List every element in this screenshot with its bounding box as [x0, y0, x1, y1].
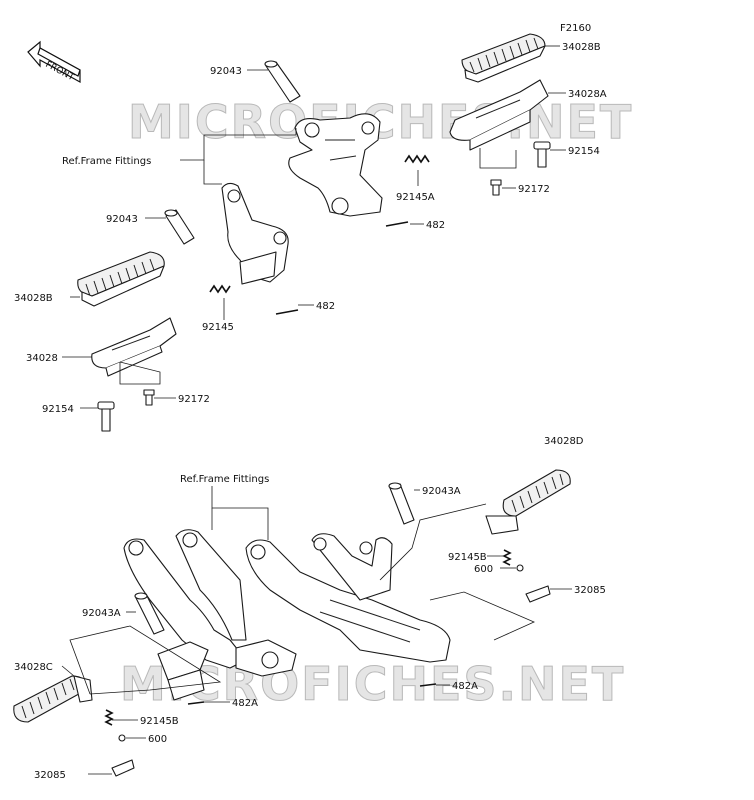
label-ref-frame-bottom: Ref.Frame Fittings — [180, 474, 269, 485]
pin-482A-left — [187, 701, 205, 705]
bolt-92172-tr — [490, 179, 502, 196]
pin-482A-right — [419, 683, 437, 687]
label-92043-mid: 92043 — [106, 214, 138, 225]
footpeg-bracket-34028 — [91, 317, 177, 377]
pin-482-mid — [275, 309, 299, 315]
pivot-mount-bottom — [235, 639, 297, 677]
label-34028C: 34028C — [14, 662, 53, 673]
footpeg-bracket-mid — [221, 182, 289, 285]
label-ref-frame-top: Ref.Frame Fittings — [62, 156, 151, 167]
label-482-top: 482 — [426, 220, 445, 231]
label-92154-left: 92154 — [42, 404, 74, 415]
label-92145B-left: 92145B — [140, 716, 179, 727]
pin-92043A-right — [388, 482, 415, 525]
diagram-id: F2160 — [560, 23, 591, 34]
label-92043-top: 92043 — [210, 66, 242, 77]
label-600-left: 600 — [148, 734, 167, 745]
bolt-92154-left — [97, 401, 115, 432]
front-arrow-icon: FRONT — [27, 40, 81, 83]
footpeg-rubber-34028B-top — [461, 33, 546, 83]
label-92172-left: 92172 — [178, 394, 210, 405]
bolt-92154-tr — [533, 141, 551, 168]
leader-lines — [61, 45, 572, 775]
spring-92145B-left — [104, 709, 114, 726]
label-92154-top: 92154 — [568, 146, 600, 157]
ball-600-right — [516, 564, 524, 572]
rear-bracket-top — [288, 113, 383, 217]
ball-600-left — [118, 734, 126, 742]
hanger-bracket-left — [123, 529, 247, 669]
label-92145: 92145 — [202, 322, 234, 333]
pin-482-top — [385, 221, 409, 227]
label-92043A-left: 92043A — [82, 608, 121, 619]
label-32085-right: 32085 — [574, 585, 606, 596]
footpeg-34028D — [485, 469, 571, 535]
label-34028: 34028 — [26, 353, 58, 364]
pin-92043-mid — [164, 209, 195, 245]
label-92145A: 92145A — [396, 192, 435, 203]
footpeg-bracket-34028A — [449, 79, 549, 151]
label-600-right: 600 — [474, 564, 493, 575]
label-482A-right: 482A — [452, 681, 478, 692]
label-34028B-left: 34028B — [14, 293, 53, 304]
label-34028A: 34028A — [568, 89, 607, 100]
label-34028D: 34028D — [544, 436, 584, 447]
footpeg-34028C — [13, 675, 93, 723]
label-92172-top: 92172 — [518, 184, 550, 195]
spring-92145B-right — [502, 549, 512, 566]
footpeg-rubber-34028B-left — [77, 251, 165, 307]
spring-92145A — [404, 154, 430, 164]
label-482-mid: 482 — [316, 301, 335, 312]
pin-92043A-left — [134, 592, 165, 635]
spring-92145 — [209, 284, 231, 294]
bolt-92172-left — [143, 389, 155, 406]
label-34028B-top: 34028B — [562, 42, 601, 53]
label-92043A-right: 92043A — [422, 486, 461, 497]
plate-32085-right — [525, 585, 551, 603]
label-482A-left: 482A — [232, 698, 258, 709]
label-32085-left: 32085 — [34, 770, 66, 781]
plate-32085-left — [111, 759, 135, 777]
label-92145B-right: 92145B — [448, 552, 487, 563]
hanger-bracket-center — [245, 533, 451, 663]
pin-92043-top — [264, 60, 301, 103]
